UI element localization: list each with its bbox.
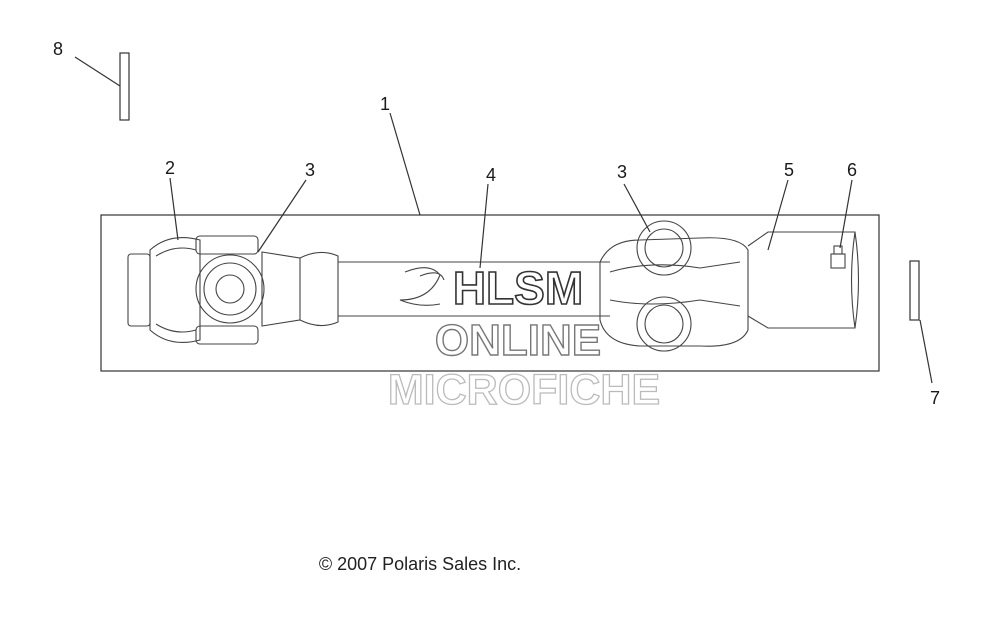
leader-2 bbox=[169, 177, 179, 241]
part-6-grease-fitting bbox=[830, 245, 846, 269]
part-2-yoke bbox=[127, 235, 259, 345]
callout-4: 4 bbox=[486, 165, 496, 185]
callout-7: 7 bbox=[930, 388, 940, 408]
leader-8 bbox=[74, 56, 121, 87]
watermark-line-2: ONLINE bbox=[435, 316, 601, 365]
leader-5 bbox=[767, 179, 789, 251]
leader-6 bbox=[839, 179, 853, 249]
callout-3-right: 3 bbox=[617, 162, 627, 182]
leader-1 bbox=[389, 112, 421, 216]
callout-3-left: 3 bbox=[305, 160, 315, 180]
callout-2: 2 bbox=[165, 158, 175, 178]
copyright-text: © 2007 Polaris Sales Inc. bbox=[319, 554, 521, 574]
callout-5: 5 bbox=[784, 160, 794, 180]
part-4-shaft bbox=[338, 261, 610, 317]
part-7-shim bbox=[909, 260, 920, 321]
callout-8: 8 bbox=[53, 39, 63, 59]
part-5-stub-shaft bbox=[747, 231, 860, 329]
leader-7 bbox=[919, 319, 933, 384]
leader-4 bbox=[479, 183, 489, 269]
part-3-right-cross bbox=[599, 220, 749, 352]
watermark-line-3: MICROFICHE bbox=[388, 366, 660, 414]
leader-3-left bbox=[257, 179, 307, 253]
left-sleeve bbox=[261, 251, 339, 327]
part-8-shim bbox=[119, 52, 130, 121]
part-3-left-cross bbox=[195, 254, 265, 324]
callout-1: 1 bbox=[380, 94, 390, 114]
leader-3-right bbox=[623, 183, 651, 233]
assembly-box bbox=[100, 214, 880, 372]
watermark-line-1: HLSM bbox=[453, 262, 583, 314]
callout-6: 6 bbox=[847, 160, 857, 180]
